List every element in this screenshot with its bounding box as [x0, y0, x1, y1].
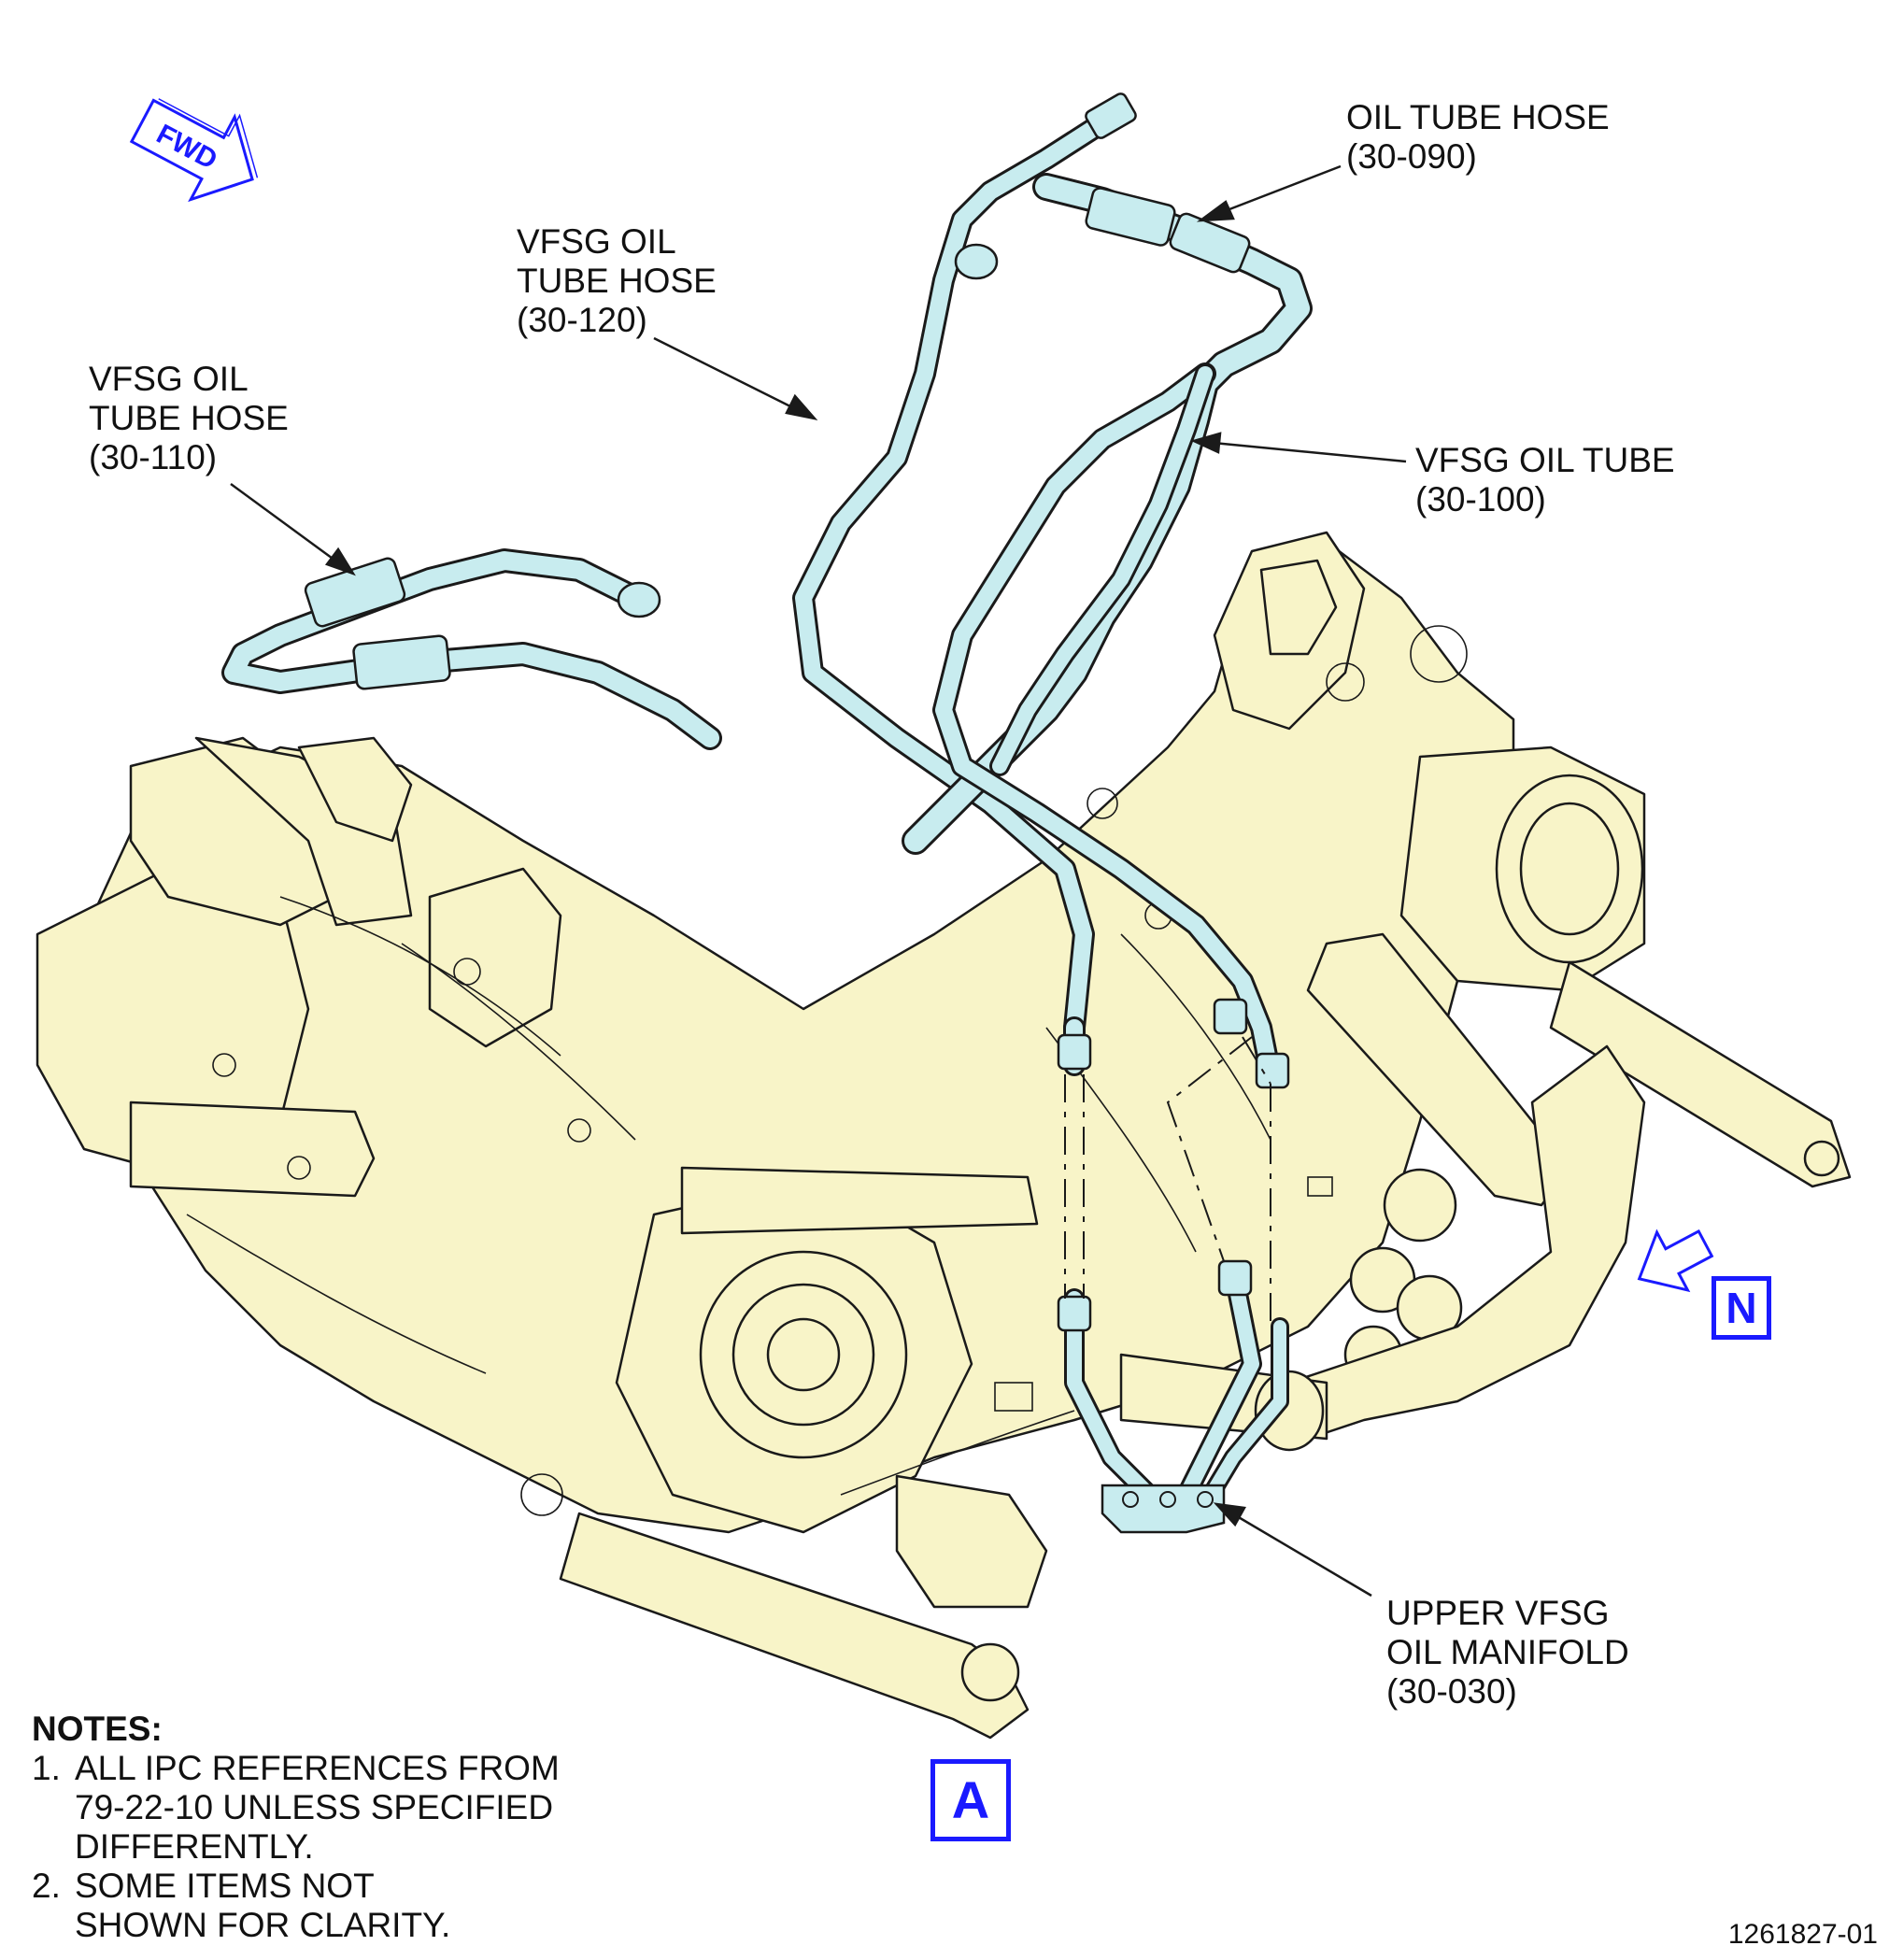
- upper-vfsg-oil-manifold: [1101, 1484, 1226, 1534]
- note-item-1: 1. ALL IPC REFERENCES FROM: [32, 1749, 560, 1788]
- callout-oil-tube-hose-30-090: OIL TUBE HOSE (30-090): [1346, 98, 1610, 177]
- notes-heading: NOTES:: [32, 1710, 163, 1748]
- callout-line: VFSG OIL: [89, 360, 249, 398]
- note-number: 1.: [32, 1749, 61, 1787]
- note-item-2: 2. SOME ITEMS NOT: [32, 1867, 560, 1906]
- callout-line: UPPER VFSG: [1386, 1594, 1610, 1632]
- leader-lines: [230, 164, 1407, 1598]
- note-line: SOME ITEMS NOT: [75, 1867, 375, 1905]
- oil-tube-hose-30-110: [221, 548, 722, 750]
- callout-line: VFSG OIL TUBE: [1415, 441, 1675, 479]
- note-line: ALL IPC REFERENCES FROM: [75, 1749, 560, 1787]
- note-number: 2.: [32, 1867, 61, 1905]
- callout-vfsg-oil-tube-30-100: VFSG OIL TUBE (30-100): [1415, 441, 1675, 519]
- callout-part-number: (30-110): [89, 438, 218, 476]
- callout-part-number: (30-030): [1386, 1672, 1517, 1711]
- fwd-arrow: FWD: [129, 98, 259, 203]
- note-line: 79-22-10 UNLESS SPECIFIED: [75, 1788, 554, 1826]
- manifold-tube-runs: [1057, 998, 1290, 1513]
- callout-vfsg-oil-tube-hose-30-110: VFSG OIL TUBE HOSE (30-110): [89, 360, 289, 477]
- note-line: DIFFERENTLY.: [75, 1827, 314, 1866]
- routing-dashed-lines: [1064, 1036, 1271, 1327]
- notes-block: NOTES: 1. ALL IPC REFERENCES FROM 79-22-1…: [32, 1710, 560, 1945]
- callout-part-number: (30-100): [1415, 480, 1546, 518]
- callout-line: OIL TUBE HOSE: [1346, 98, 1610, 136]
- callout-line: TUBE HOSE: [517, 262, 717, 300]
- view-label-n[interactable]: N: [1711, 1276, 1771, 1340]
- callout-upper-vfsg-oil-manifold-30-030: UPPER VFSG OIL MANIFOLD (30-030): [1386, 1594, 1629, 1711]
- callout-part-number: (30-090): [1346, 137, 1477, 176]
- drawing-number: 1261827-01: [1727, 1919, 1878, 1950]
- view-n-arrow: [1637, 1229, 1714, 1293]
- gearbox-body: [36, 531, 1852, 1740]
- callout-line: TUBE HOSE: [89, 399, 289, 437]
- view-label-a[interactable]: A: [930, 1759, 1011, 1841]
- callout-part-number: (30-120): [517, 301, 647, 339]
- vfsg-oil-tube-30-100: [932, 362, 1282, 1086]
- vfsg-oil-tube-hose-30-120: [792, 92, 1137, 1039]
- callout-line: VFSG OIL: [517, 222, 676, 261]
- note-line: SHOWN FOR CLARITY.: [75, 1906, 451, 1944]
- callout-vfsg-oil-tube-hose-30-120: VFSG OIL TUBE HOSE (30-120): [517, 222, 717, 340]
- callout-line: OIL MANIFOLD: [1386, 1633, 1629, 1671]
